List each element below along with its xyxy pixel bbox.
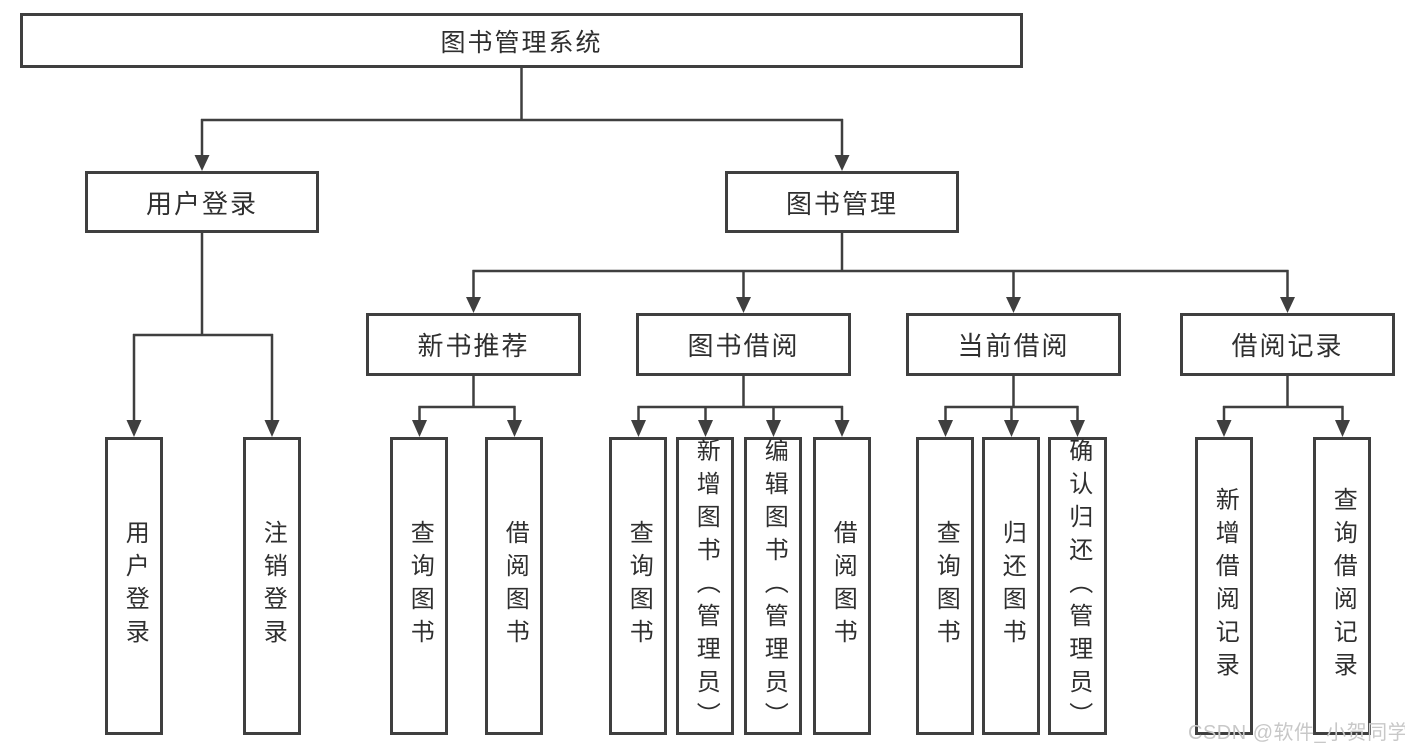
- root-node-label: 图书管理系统: [440, 28, 603, 57]
- root-node-system: 图书管理系统: [20, 13, 1023, 68]
- connector-fork-borrow: [631, 376, 850, 437]
- connector-fork-book-mgmt: [466, 233, 1295, 313]
- level3-node-borrow: 图书借阅: [636, 313, 851, 376]
- connector-fork-root: [194, 68, 850, 171]
- leaf-current-query-books-label: 查询图书: [932, 520, 960, 652]
- connector-fork-user-login: [126, 233, 280, 437]
- leaf-user-login: 用户登录: [105, 437, 163, 735]
- connector-fork-recommend: [412, 376, 522, 437]
- level2-node-user-login: 用户登录: [85, 171, 319, 233]
- level3-node-current: 当前借阅: [906, 313, 1121, 376]
- leaf-records-query-record-label: 查询借阅记录: [1329, 487, 1357, 685]
- leaf-records-query-record: 查询借阅记录: [1313, 437, 1371, 735]
- leaf-current-return-books: 归还图书: [982, 437, 1040, 735]
- level3-records-label: 借阅记录: [1231, 331, 1344, 361]
- leaf-recommend-borrow-books: 借阅图书: [485, 437, 543, 735]
- leaf-borrow-query-books-label: 查询图书: [625, 520, 653, 652]
- leaf-borrow-borrow-books-label: 借阅图书: [829, 520, 857, 652]
- leaf-recommend-borrow-books-label: 借阅图书: [501, 520, 529, 652]
- leaf-borrow-add-books-admin: 新增图书（管理员）: [676, 437, 734, 735]
- leaf-recommend-query-books-label: 查询图书: [406, 520, 434, 652]
- leaf-current-confirm-return-admin-label: 确认归还（管理员）: [1064, 437, 1092, 735]
- leaf-borrow-edit-books-admin: 编辑图书（管理员）: [744, 437, 802, 735]
- level2-book-mgmt-label: 图书管理: [785, 188, 898, 219]
- leaf-current-return-books-label: 归还图书: [998, 520, 1026, 652]
- level3-node-records: 借阅记录: [1180, 313, 1395, 376]
- csdn-watermark: CSDN @软件_小贺同学: [1188, 722, 1405, 744]
- leaf-borrow-add-books-admin-label: 新增图书（管理员）: [692, 437, 720, 735]
- level3-node-recommend: 新书推荐: [366, 313, 581, 376]
- level2-node-book-mgmt: 图书管理: [725, 171, 959, 233]
- leaf-borrow-edit-books-admin-label: 编辑图书（管理员）: [760, 437, 788, 735]
- leaf-logout: 注销登录: [243, 437, 301, 735]
- connector-fork-current: [938, 376, 1085, 437]
- leaf-records-add-record-label: 新增借阅记录: [1211, 487, 1239, 685]
- leaf-borrow-borrow-books: 借阅图书: [813, 437, 871, 735]
- level3-recommend-label: 新书推荐: [417, 331, 530, 361]
- leaf-current-query-books: 查询图书: [916, 437, 974, 735]
- level3-current-label: 当前借阅: [957, 331, 1070, 361]
- level3-borrow-label: 图书借阅: [687, 331, 800, 361]
- level2-user-login-label: 用户登录: [145, 188, 258, 219]
- leaf-records-add-record: 新增借阅记录: [1195, 437, 1253, 735]
- leaf-user-login-label: 用户登录: [121, 520, 149, 652]
- leaf-borrow-query-books: 查询图书: [609, 437, 667, 735]
- leaf-current-confirm-return-admin: 确认归还（管理员）: [1048, 437, 1107, 735]
- leaf-recommend-query-books: 查询图书: [390, 437, 448, 735]
- leaf-logout-label: 注销登录: [259, 520, 287, 652]
- connector-fork-records: [1216, 376, 1350, 437]
